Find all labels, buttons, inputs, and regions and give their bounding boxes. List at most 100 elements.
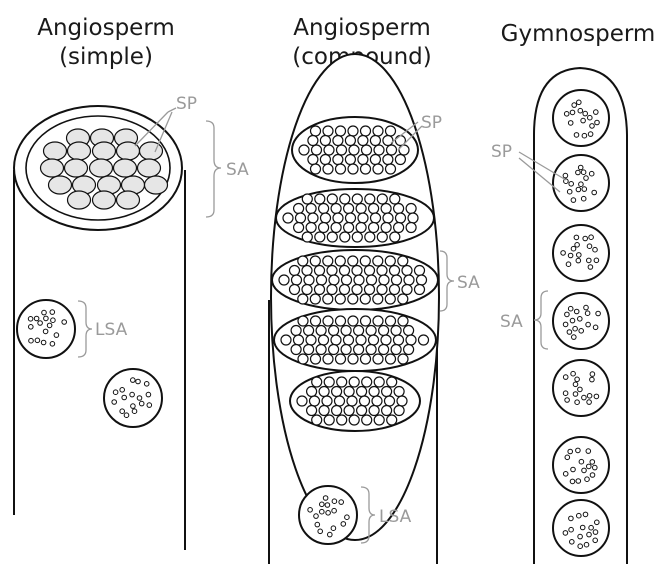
plate-pore [382, 387, 392, 397]
pit-pore [563, 173, 568, 178]
pit-pore [582, 133, 587, 138]
plate-pore [312, 377, 322, 387]
plate-pore [357, 387, 367, 397]
plate-pore [310, 294, 320, 304]
plate-pore [369, 204, 379, 214]
plate-pore [373, 164, 383, 174]
pit-pore [568, 306, 573, 311]
plate-pore [347, 396, 357, 406]
plate-pore [385, 256, 395, 266]
plate-pore [340, 194, 350, 204]
pit-pore [585, 477, 590, 482]
plate-pore [387, 377, 397, 387]
pit-pore [35, 338, 40, 343]
pit-pore [41, 340, 46, 345]
plate-pore [348, 354, 358, 364]
plate-pore [377, 285, 387, 295]
plate-pore [340, 285, 350, 295]
plate-pore [336, 316, 346, 326]
pit-pore [568, 121, 573, 126]
plate-pore [377, 194, 387, 204]
plate-pore [341, 345, 351, 355]
pit-pore [572, 335, 577, 340]
bordered-pit [553, 90, 609, 146]
plate-pore [335, 396, 345, 406]
pit-pore [314, 514, 319, 519]
plate-pore [298, 354, 308, 364]
pit-pore [578, 544, 583, 549]
plate-pore [379, 275, 389, 285]
pit-pore [588, 132, 593, 137]
plate-pore [385, 294, 395, 304]
pit-pore [595, 520, 600, 525]
plate-pore [319, 223, 329, 233]
pit-pore [43, 329, 48, 334]
plate-pore [354, 275, 364, 285]
plate-pores [299, 126, 409, 174]
pit-pore [576, 479, 581, 484]
compound-sp-label: SP [421, 113, 442, 133]
plate-pore [138, 159, 161, 177]
pit-pore [573, 392, 578, 397]
plate-pore [329, 326, 339, 336]
plate-pore [404, 326, 414, 336]
plate-pore [348, 316, 358, 326]
pit-pore [576, 170, 581, 175]
plate-pore [307, 387, 317, 397]
simple-sa-bracket [206, 121, 221, 217]
plate-pore [390, 285, 400, 295]
plate-pore [415, 266, 425, 276]
plate-pore [398, 316, 408, 326]
pit-pore [578, 387, 583, 392]
plate-pore [344, 387, 354, 397]
plate-pore [349, 415, 359, 425]
plate-pore [333, 155, 343, 165]
plate-pore [317, 275, 327, 285]
plate-pore [354, 345, 364, 355]
pit-pore [583, 111, 588, 116]
plate-pore [415, 285, 425, 295]
plate-pore [302, 285, 312, 295]
plate-pore [349, 377, 359, 387]
pit-pore [571, 371, 576, 376]
pit-pore [575, 377, 580, 382]
compound-sa-label: SA [457, 273, 480, 293]
pit-pore [563, 375, 568, 380]
plate-pore [394, 335, 404, 345]
pit-pore [577, 253, 582, 258]
pit-pore [584, 542, 589, 547]
simple-lsa-label: LSA [95, 320, 128, 340]
plate-pore [335, 294, 345, 304]
plate-pore [299, 145, 309, 155]
plate-pore [302, 194, 312, 204]
plate-pore [316, 345, 326, 355]
plate-pore [340, 266, 350, 276]
pit-pore [565, 455, 570, 460]
pit-pore [589, 171, 594, 176]
plate-pore [369, 223, 379, 233]
plate-pore [342, 275, 352, 285]
pit-pore [581, 118, 586, 123]
plate-pore [281, 335, 291, 345]
plate-pore [324, 145, 334, 155]
plate-pore [377, 232, 387, 242]
pit-pore [120, 388, 125, 393]
plate-pore [315, 232, 325, 242]
plate-pore [373, 126, 383, 136]
plate-pore [323, 126, 333, 136]
pit-pore [578, 317, 583, 322]
plate-pore [44, 142, 67, 160]
pit-pore [326, 511, 331, 516]
pit-pore [590, 372, 595, 377]
plate-pore [390, 194, 400, 204]
plate-pore [93, 191, 116, 209]
plate-pore [394, 204, 404, 214]
pit-pore [29, 325, 34, 330]
pit-pore [565, 312, 570, 317]
pit-pore [51, 318, 56, 323]
pit-pore [113, 390, 118, 395]
plate-pore [385, 396, 395, 406]
plate-pore [310, 256, 320, 266]
plate-pore [417, 275, 427, 285]
plate-pore [360, 256, 370, 266]
